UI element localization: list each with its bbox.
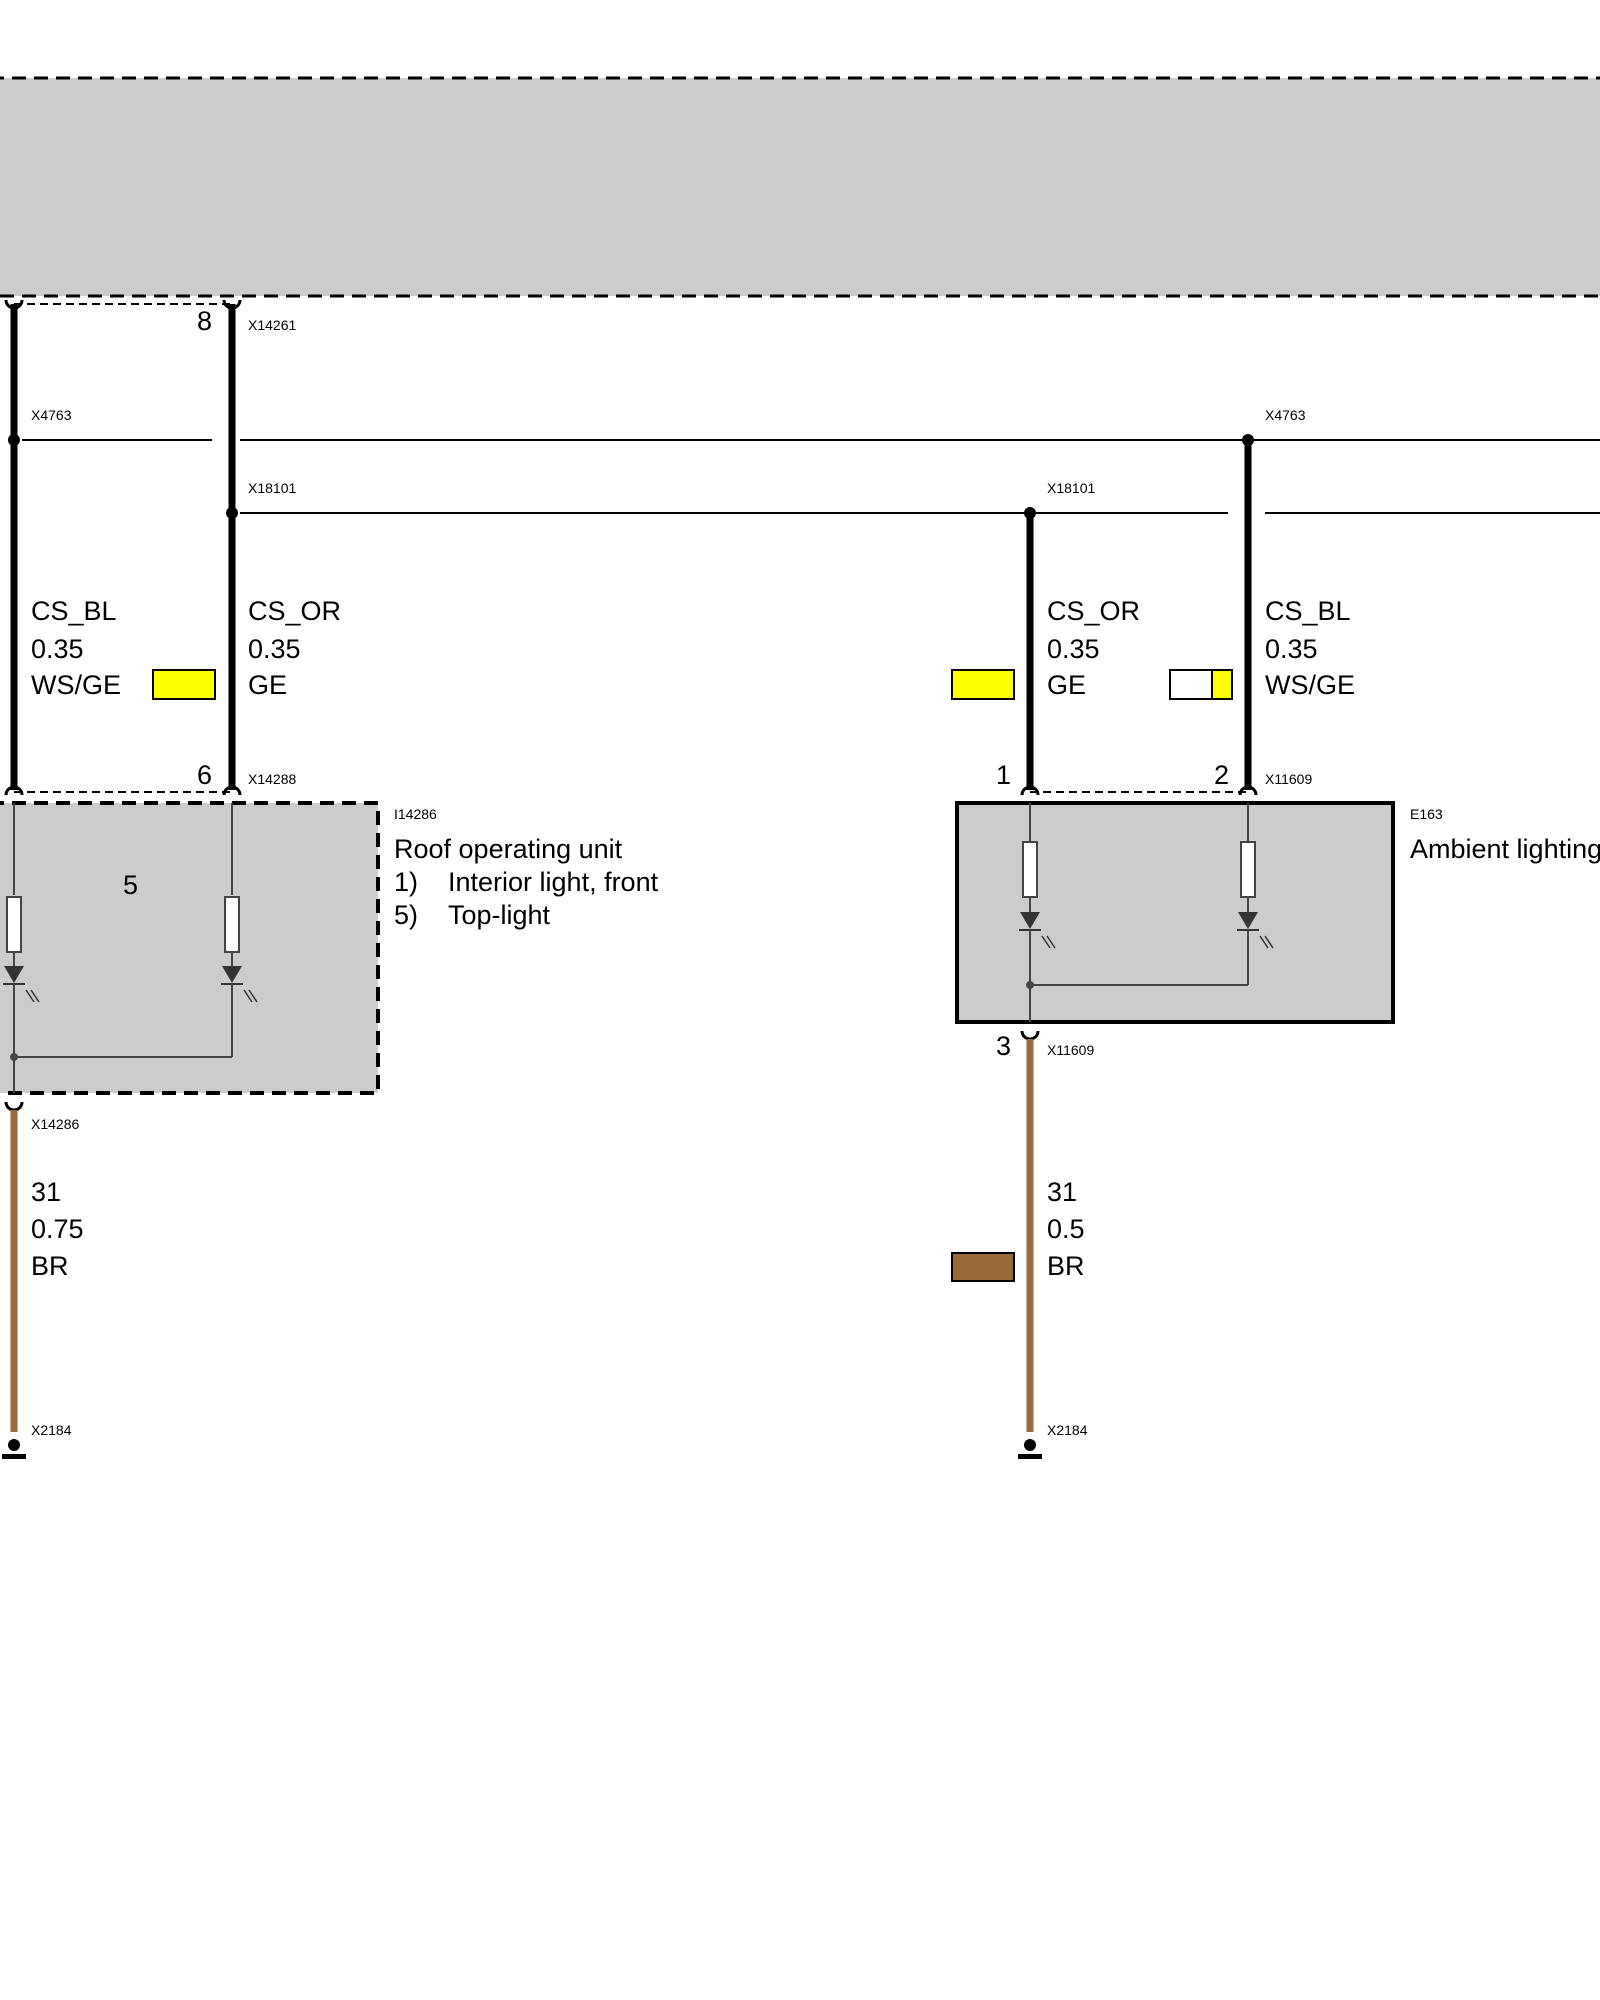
component-item-text: Top-light — [448, 900, 551, 930]
led-icon — [221, 966, 258, 1003]
wire-size: 0.5 — [1047, 1214, 1085, 1244]
wire-color-swatch-white-yellow — [1169, 669, 1233, 700]
splice-dot — [226, 507, 238, 519]
pin-number: 2 — [1214, 760, 1229, 790]
component-name: Ambient lighting — [1410, 834, 1600, 864]
pin-number: 3 — [996, 1031, 1011, 1061]
wire-signal: 31 — [1047, 1177, 1077, 1207]
splice-dot — [1024, 507, 1036, 519]
connector-label-x2184: X2184 — [31, 1422, 72, 1438]
wire-size: 0.35 — [248, 634, 301, 664]
internal-node — [1026, 981, 1034, 989]
connector-label-x11609: X11609 — [1265, 771, 1312, 787]
connector-arc — [1020, 1030, 1040, 1041]
pin-number: 6 — [197, 760, 212, 790]
pin-number: 5 — [123, 870, 138, 900]
wire-color-code: GE — [1047, 670, 1086, 700]
wire-signal: 31 — [31, 1177, 61, 1207]
component-item-num: 1) — [394, 867, 418, 897]
pin-number: 1 — [996, 760, 1011, 790]
wire-size: 0.75 — [31, 1214, 84, 1244]
connector-label-x18101: X18101 — [1047, 480, 1095, 496]
connector-label-x14261: X14261 — [248, 317, 296, 333]
connector-label-x18101: X18101 — [248, 480, 296, 496]
wire-signal: CS_BL — [31, 596, 117, 626]
component-item-num: 5) — [394, 900, 418, 930]
wire-color-swatch-yellow — [951, 669, 1015, 700]
wire-color-swatch-yellow — [152, 669, 216, 700]
component-name: Roof operating unit — [394, 834, 623, 864]
connector-label-x14286: X14286 — [31, 1116, 79, 1132]
wire-color-code: BR — [31, 1251, 69, 1281]
wire-signal: CS_OR — [248, 596, 341, 626]
connector-arc — [4, 299, 24, 310]
wire-signal: CS_OR — [1047, 596, 1140, 626]
splice-dot — [1242, 434, 1254, 446]
connector-arc — [222, 785, 242, 796]
splice-dot — [8, 434, 20, 446]
pin-number: 8 — [197, 306, 212, 336]
connector-arc — [4, 1101, 24, 1112]
roof-operating-unit-box — [0, 801, 380, 1095]
wire-size: 0.35 — [31, 634, 84, 664]
connector-arc — [1238, 785, 1258, 796]
resistor-symbol — [1022, 841, 1038, 898]
connector-label-x2184: X2184 — [1047, 1422, 1088, 1438]
connector-label-x14288: X14288 — [248, 771, 296, 787]
wire-signal: CS_BL — [1265, 596, 1351, 626]
wire-color-code: GE — [248, 670, 287, 700]
ground-icon — [1018, 1439, 1042, 1459]
wire-size: 0.35 — [1047, 634, 1100, 664]
connector-arc — [4, 785, 24, 796]
top-control-module — [0, 76, 1600, 298]
component-id: E163 — [1410, 806, 1443, 822]
component-item-text: Interior light, front — [448, 867, 659, 897]
connector-arc — [222, 299, 242, 310]
wire-color-code: BR — [1047, 1251, 1085, 1281]
ground-icon — [2, 1439, 26, 1459]
internal-node — [10, 1053, 18, 1061]
connector-arc — [1020, 785, 1040, 796]
resistor-symbol — [224, 896, 240, 953]
resistor-symbol — [1240, 841, 1256, 898]
wire-color-swatch-brown — [951, 1252, 1015, 1282]
led-icon — [3, 966, 40, 1003]
component-id: I14286 — [394, 806, 437, 822]
wire-color-code: WS/GE — [31, 670, 121, 700]
connector-label-x4763: X4763 — [31, 407, 72, 423]
wire-size: 0.35 — [1265, 634, 1318, 664]
connector-label-x4763: X4763 — [1265, 407, 1306, 423]
connector-label-x11609: X11609 — [1047, 1042, 1094, 1058]
wire-color-code: WS/GE — [1265, 670, 1355, 700]
resistor-symbol — [6, 896, 22, 953]
